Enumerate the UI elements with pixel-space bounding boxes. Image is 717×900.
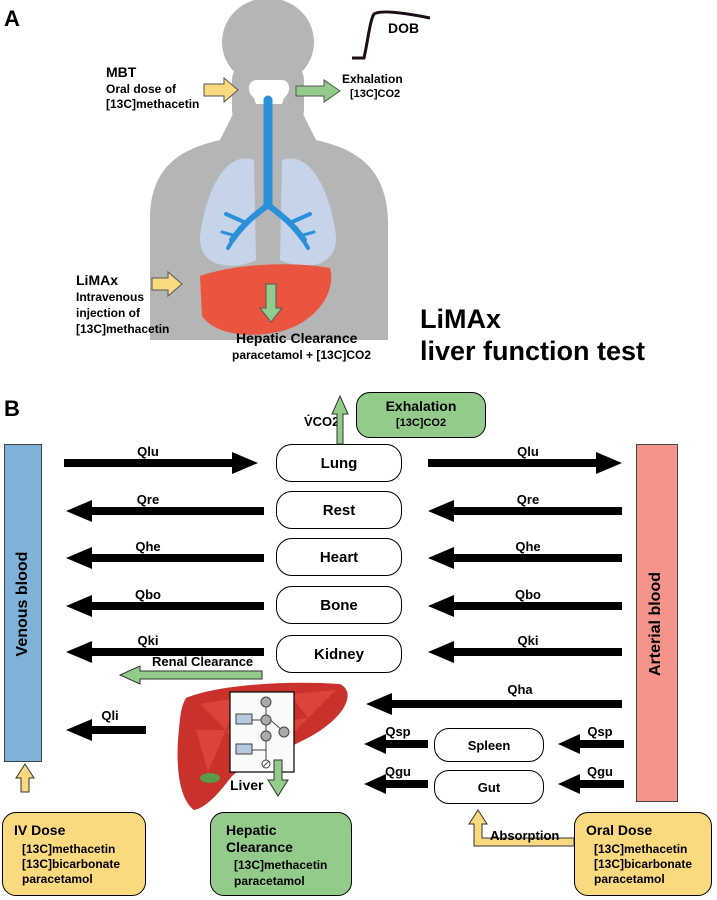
limax-line1: Intravenous — [76, 290, 145, 304]
left-flow-arrows — [64, 452, 264, 663]
arrow-right-qhe — [428, 547, 622, 569]
arrow-left-qre — [66, 500, 264, 522]
oral-dose-line2: [13C]bicarbonate — [594, 857, 693, 871]
dob-curve — [352, 10, 431, 60]
hepatic-a-title: Hepatic Clearance — [236, 330, 358, 346]
hepatic-clearance-arrow-b — [267, 759, 289, 797]
iv-dose-line3: paracetamol — [22, 872, 93, 886]
oral-dose-line3: paracetamol — [594, 872, 665, 886]
organ-gut: Gut — [434, 770, 544, 804]
absorption-arrow — [468, 809, 575, 847]
panel-a-label: A — [4, 6, 20, 31]
hepatic-b-line2: paracetamol — [234, 874, 305, 888]
exhalation-a-sub: [13C]CO2 — [350, 88, 401, 100]
panel-a-graphic — [150, 0, 431, 340]
exhalation-arrow-a — [295, 79, 341, 103]
hepatocyte-network-icon — [235, 696, 290, 769]
hepatic-clearance-box — [210, 812, 352, 896]
label-qsp-in: Qsp — [587, 724, 613, 739]
label-right-qre: Qre — [516, 492, 540, 507]
limax-arrow — [151, 270, 183, 298]
arrow-right-qki — [428, 641, 622, 663]
panel-b-label: B — [4, 396, 20, 421]
arrow-left-qki — [66, 641, 264, 663]
panel-b-arrows — [15, 394, 624, 847]
label-qsp-out: Qsp — [385, 724, 411, 739]
organ-kidney: Kidney — [276, 635, 402, 673]
organ-lung: Lung — [276, 444, 402, 482]
oral-dose-box — [574, 812, 712, 896]
exhalation-b-title: Exhalation — [385, 398, 457, 414]
label-right-qlu: Qlu — [517, 444, 539, 459]
renal-clearance-arrow — [118, 665, 263, 685]
arterial-blood-column — [636, 444, 678, 802]
label-left-qki: Qki — [137, 633, 159, 648]
organ-heart: Heart — [276, 538, 402, 576]
throat-shape — [248, 80, 290, 104]
label-left-qre: Qre — [136, 492, 160, 507]
organ-rest: Rest — [276, 491, 402, 529]
arrow-right-qbo — [428, 595, 622, 617]
iv-dose-arrow — [15, 763, 35, 793]
vco2-label: V̇CO2 — [304, 414, 340, 429]
mbt-line2: [13C]methacetin — [106, 97, 200, 111]
limax-line3: [13C]methacetin — [76, 322, 170, 336]
iv-dose-line1: [13C]methacetin — [22, 842, 116, 856]
dob-label: DOB — [388, 20, 420, 36]
arrow-qgu-out — [364, 774, 428, 794]
hepatic-b-title2: Clearance — [226, 839, 293, 855]
liver-label: Liver — [230, 777, 264, 793]
mbt-line1: Oral dose of — [106, 82, 177, 96]
hepatic-arrow-a — [258, 283, 284, 323]
label-right-qki: Qki — [517, 633, 539, 648]
headline-line1: LiMAx — [420, 304, 501, 334]
arrow-qli — [66, 719, 146, 741]
oral-dose-title: Oral Dose — [586, 822, 653, 838]
label-qli: Qli — [101, 708, 119, 723]
label-qgu-in: Qgu — [587, 764, 613, 779]
label-qgu-out: Qgu — [385, 764, 411, 779]
organ-bone: Bone — [276, 586, 402, 624]
label-left-qbo: Qbo — [135, 587, 161, 602]
hepatic-a-sub: paracetamol + [13C]CO2 — [232, 348, 372, 362]
exhalation-b-sub: [13C]CO2 — [395, 417, 447, 429]
organ-spleen: Spleen — [434, 728, 544, 762]
lungs — [199, 158, 337, 266]
vco2-arrow — [331, 394, 349, 445]
exhalation-a-title: Exhalation — [342, 72, 403, 86]
arrow-left-qhe — [66, 547, 264, 569]
arrow-left-qbo — [66, 595, 264, 617]
headline-line2: liver function test — [420, 336, 646, 366]
mbt-arrow — [203, 76, 239, 104]
exhalation-box — [356, 392, 486, 438]
absorption-label: Absorption — [490, 828, 560, 843]
label-right-qhe: Qhe — [515, 539, 541, 554]
arrow-qha — [366, 693, 622, 715]
iv-dose-line2: [13C]bicarbonate — [22, 857, 121, 871]
iv-dose-box — [2, 812, 146, 896]
right-flow-arrows — [66, 452, 624, 794]
arrow-qgu-in — [558, 774, 624, 794]
venous-blood-column — [4, 444, 42, 762]
oral-dose-line1: [13C]methacetin — [594, 842, 688, 856]
hepatic-b-title1: Hepatic — [226, 822, 277, 838]
airway — [220, 95, 316, 250]
label-right-qbo: Qbo — [515, 587, 541, 602]
label-qha: Qha — [507, 682, 533, 697]
hepatic-b-line1: [13C]methacetin — [234, 858, 328, 872]
mbt-title: MBT — [106, 64, 137, 80]
arrow-right-qlu — [428, 452, 622, 474]
label-left-qlu: Qlu — [137, 444, 159, 459]
arrow-qsp-out — [364, 734, 428, 754]
arrow-left-qlu — [64, 452, 258, 474]
iv-dose-title: IV Dose — [14, 822, 66, 838]
limax-line2: injection of — [76, 306, 140, 320]
renal-clearance-label: Renal Clearance — [152, 654, 254, 669]
arrow-qsp-in — [558, 734, 624, 754]
arrow-right-qre — [428, 500, 622, 522]
limax-title: LiMAx — [76, 272, 118, 288]
label-left-qhe: Qhe — [135, 539, 161, 554]
